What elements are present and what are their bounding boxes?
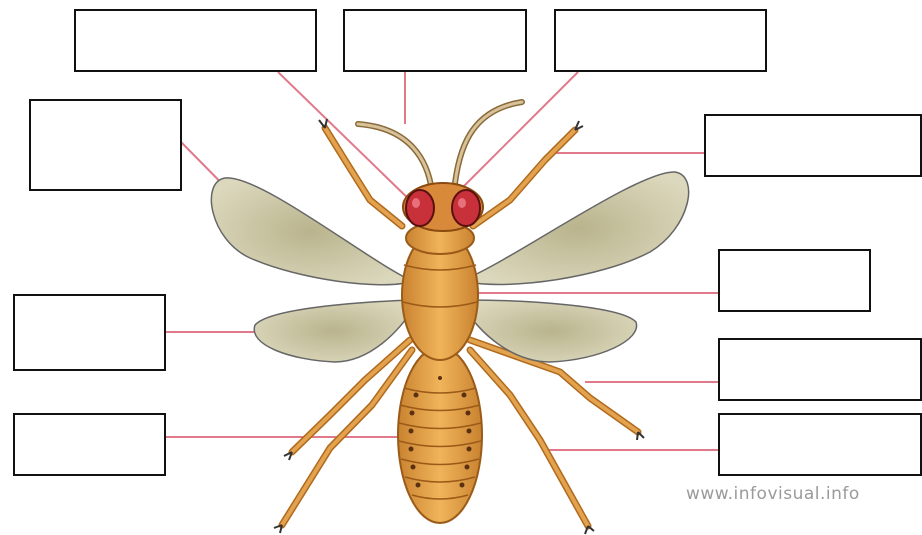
wing-lower-left	[254, 300, 412, 362]
wing-upper-left	[211, 178, 410, 285]
eye-left	[406, 190, 434, 226]
antennae	[358, 102, 522, 192]
label-box-upper-right[interactable]	[704, 114, 922, 177]
leg-front-left	[325, 128, 402, 226]
eye-right	[452, 190, 480, 226]
wing-lower-right	[466, 300, 637, 362]
label-box-top-left[interactable]	[74, 9, 317, 72]
label-box-middle-left[interactable]	[13, 294, 166, 371]
abdomen	[398, 347, 482, 523]
leader-line-top-right	[460, 72, 578, 190]
watermark-text: www.infovisual.info	[686, 484, 860, 504]
thorax	[402, 222, 478, 360]
label-box-upper-left[interactable]	[29, 99, 182, 191]
wing-upper-right	[468, 172, 689, 284]
label-box-lower-right-2[interactable]	[718, 413, 922, 476]
label-box-top-center[interactable]	[343, 9, 527, 72]
label-box-top-right[interactable]	[554, 9, 767, 72]
label-box-lower-left[interactable]	[13, 413, 166, 476]
label-box-middle-right[interactable]	[718, 249, 871, 312]
leader-line-top-left	[278, 72, 418, 208]
label-box-lower-right-1[interactable]	[718, 338, 922, 401]
head	[403, 183, 483, 231]
